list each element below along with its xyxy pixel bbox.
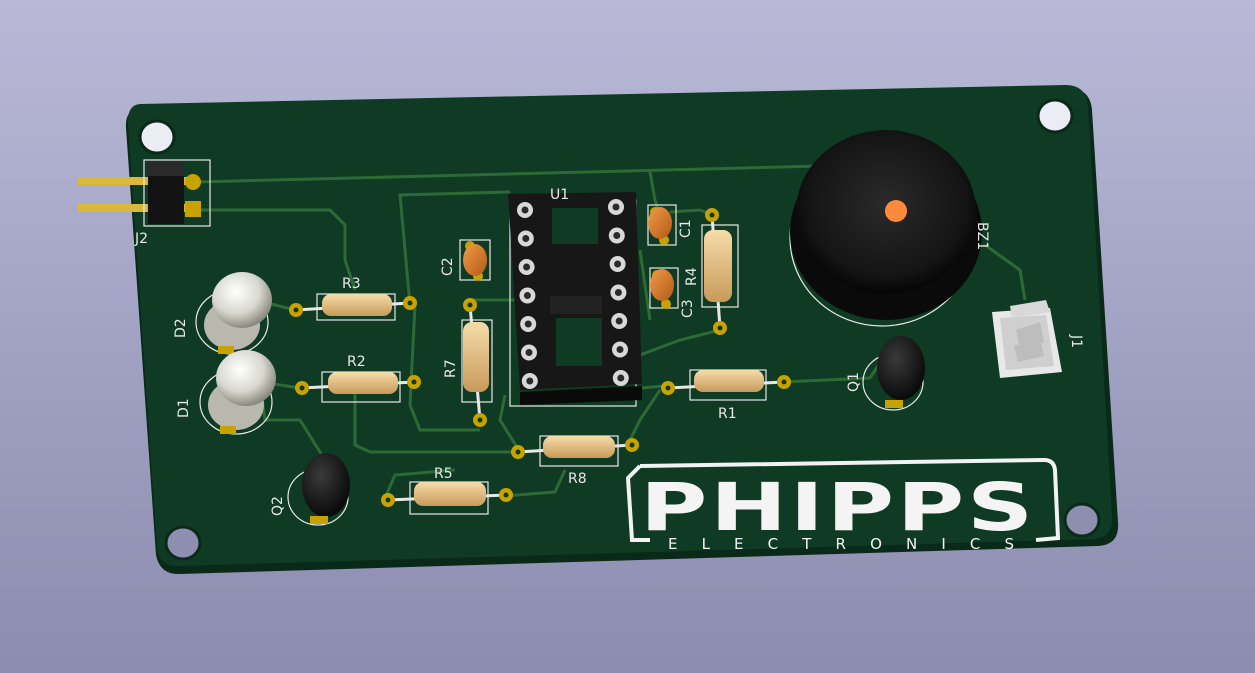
u1-pin-hole [614,260,622,268]
ref-r7: R7 [443,359,459,378]
ref-q2: Q2 [270,496,286,516]
ref-j1: J1 [1068,334,1084,348]
resistor-r4: R4 [684,208,739,335]
resistor-r8: R8 [511,435,639,487]
buzzer-bz1: BZ1 [789,130,990,327]
j1-connector: J1 [992,300,1084,378]
u1-pin-hole [525,349,533,356]
ref-r4: R4 [684,267,700,286]
u1-pin-hole [522,235,530,242]
logo-brand: PHIPPS [640,469,1036,546]
ref-bz1: BZ1 [974,222,990,250]
capacitor-c3: C3 [649,267,696,318]
transistor-q1: Q1 [846,336,925,411]
ref-d1: D1 [176,398,192,418]
u1-pin-hole [614,289,622,296]
ref-j2: J2 [134,231,148,247]
ref-r8: R8 [568,471,587,487]
u1-pin-hole [526,377,534,385]
u1-pin-hole [524,320,532,328]
phipps-logo: PHIPPS ELECTRONICS [625,457,1061,553]
ref-q1: Q1 [846,372,862,392]
ic-socket-u1: U1 [508,187,642,407]
led-d1: D1 [176,350,276,435]
u1-pin-hole [523,263,531,271]
ref-r3: R3 [342,276,361,292]
resistor-r1: R1 [661,369,791,422]
ref-r2: R2 [347,354,366,370]
ref-c1: C1 [678,219,694,238]
mounting-holes [138,98,1101,561]
led-d2: D2 [173,272,272,355]
capacitor-c1: C1 [647,204,694,246]
resistor-r7: R7 [443,298,493,427]
j2-pin-header: J2 [78,159,211,247]
transistor-q2: Q2 [270,453,350,526]
u1-pin-hole [523,292,531,299]
u1-pin-hole [616,346,624,353]
ref-u1: U1 [550,187,569,203]
u1-pin-hole [615,317,623,325]
ref-r5: R5 [434,466,453,482]
u1-pin-hole [521,206,529,214]
u1-pin-hole [617,374,625,382]
resistor-r5: R5 [381,466,513,515]
buzzer-sound-hole [885,200,907,222]
ref-c2: C2 [440,257,456,276]
u1-pin-hole [612,203,620,211]
ref-d2: D2 [173,318,189,338]
u1-pins [517,199,629,389]
resistor-r2: R2 [295,354,421,403]
u1-pin-hole [613,232,621,239]
capacitor-c2: C2 [440,239,491,281]
resistor-r3: R3 [289,276,417,321]
ref-c3: C3 [680,299,696,318]
ref-r1: R1 [718,406,737,422]
